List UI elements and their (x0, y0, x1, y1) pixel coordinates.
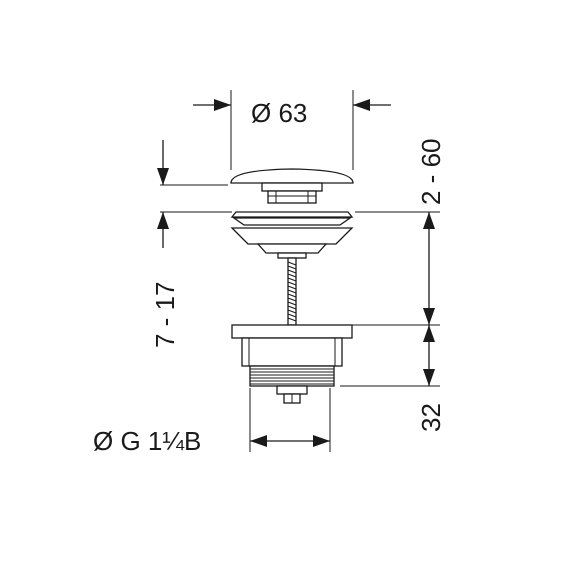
thread-diameter-dimension: Ø G 1¼B (93, 388, 331, 456)
top-range-label: 2 - 60 (416, 139, 446, 206)
drain-valve-part (230, 168, 354, 404)
thread-label: Ø G 1¼B (93, 426, 201, 456)
outlet-thread (249, 365, 335, 387)
right-height-dimensions: 2 - 60 32 (340, 139, 446, 432)
bottom-height-label: 32 (416, 403, 446, 432)
cap-diameter-dimension: Ø 63 (193, 90, 391, 170)
cap-diameter-label: Ø 63 (251, 98, 307, 128)
waste-body (241, 337, 343, 367)
threaded-rod (287, 257, 297, 326)
flange (230, 211, 354, 218)
left-range-label: 7 - 17 (150, 282, 180, 349)
waste-top-plate (231, 324, 353, 339)
left-height-dimension: 7 - 17 (150, 140, 232, 348)
cap (230, 168, 354, 184)
